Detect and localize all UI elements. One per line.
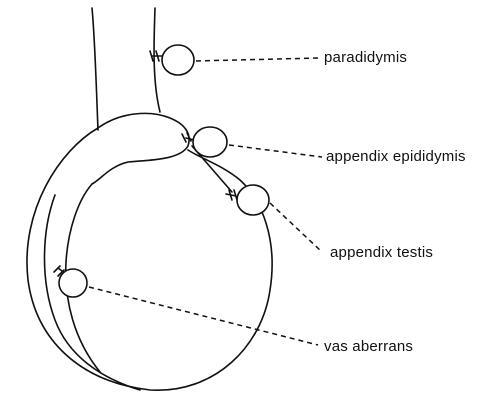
- stalk-appendix-epididymis: [182, 133, 194, 142]
- leader-appendix-epididymis: [229, 145, 322, 157]
- leader-paradidymis: [196, 58, 318, 61]
- appendix-epididymis-cyst: [193, 127, 227, 157]
- label-appendix-testis: appendix testis: [330, 244, 433, 262]
- paradidymis-cyst: [162, 45, 194, 75]
- epididymis-head: [92, 113, 189, 184]
- label-appendix-epididymis: appendix epididymis: [326, 148, 466, 166]
- label-vas-aberrans: vas aberrans: [324, 338, 413, 356]
- appendix-testis-cyst: [237, 185, 269, 215]
- testis-outline: [27, 128, 272, 390]
- leader-vas-aberrans: [89, 287, 318, 345]
- leader-appendix-testis: [270, 203, 322, 252]
- spermatic-cord-left: [92, 8, 98, 130]
- label-paradidymis: paradidymis: [324, 49, 407, 67]
- vas-aberrans-cyst: [59, 269, 87, 297]
